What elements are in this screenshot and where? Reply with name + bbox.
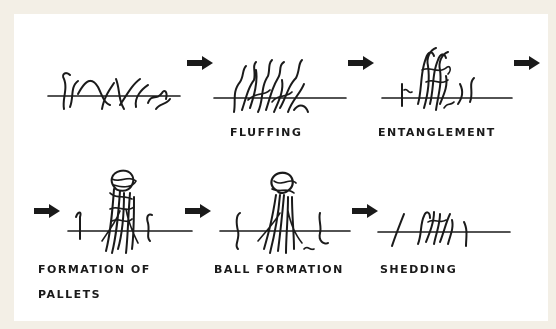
diagram-frame: FLUFFING ENTANGLEMENT xyxy=(14,14,548,321)
stage-ball-formation: BALL FORMATION xyxy=(214,169,364,269)
stage-label-formation-of-pallets-line2: PALLETS xyxy=(38,288,101,301)
right-arrow-icon xyxy=(514,56,540,70)
right-arrow-icon xyxy=(352,204,378,218)
right-arrow-icon xyxy=(187,56,213,70)
stage-label-formation-of-pallets-line1: FORMATION OF xyxy=(38,263,151,276)
stage-shedding: SHEDDING xyxy=(378,194,528,294)
fibers-fluffing-drawing xyxy=(212,52,362,122)
stage-fluffing: FLUFFING xyxy=(212,52,362,152)
fibers-initial-drawing xyxy=(44,59,194,129)
stage-label-ball-formation: BALL FORMATION xyxy=(214,263,344,276)
fibers-entanglement-drawing xyxy=(378,44,528,124)
stage-initial xyxy=(44,59,194,159)
fibers-shedding-drawing xyxy=(378,194,528,254)
right-arrow-icon xyxy=(348,56,374,70)
stage-formation-of-pallets xyxy=(54,169,204,269)
stage-label-shedding: SHEDDING xyxy=(380,263,457,276)
stage-label-fluffing: FLUFFING xyxy=(230,126,302,139)
fibers-pallets-drawing xyxy=(54,169,204,259)
stage-label-entanglement: ENTANGLEMENT xyxy=(378,126,496,139)
stage-entanglement: ENTANGLEMENT xyxy=(378,44,528,144)
right-arrow-icon xyxy=(185,204,211,218)
fibers-ball-drawing xyxy=(214,169,364,259)
